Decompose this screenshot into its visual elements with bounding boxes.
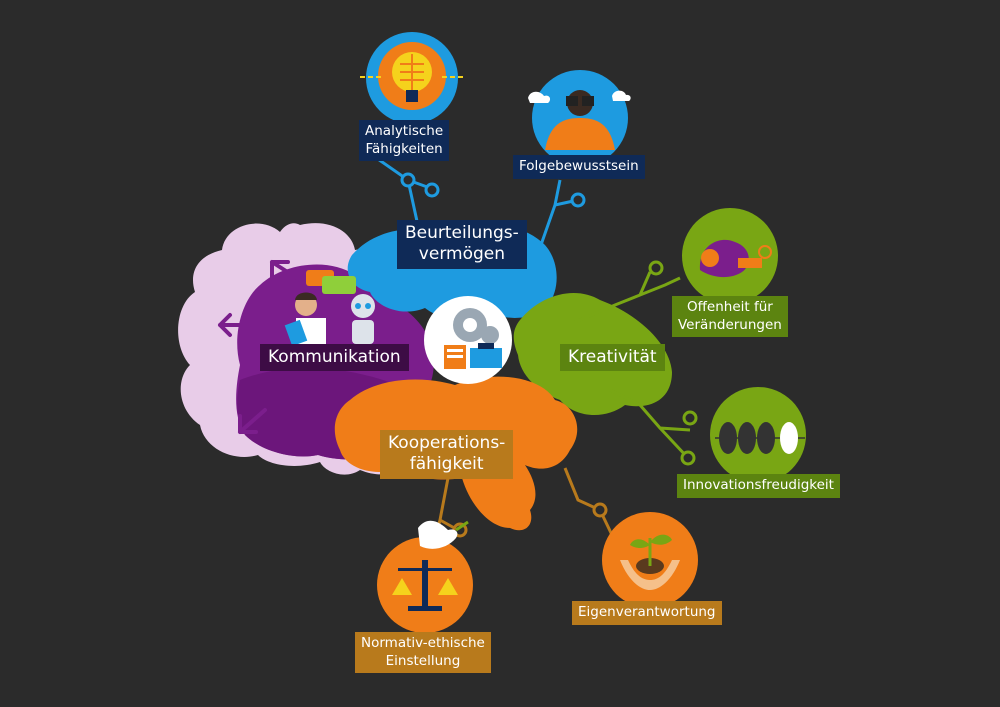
person-and-robot-chat-icon xyxy=(284,270,375,348)
expand-arrows xyxy=(218,260,302,434)
binoculars-person-icon xyxy=(528,70,631,166)
folgebewusstsein-label: Folgebewusstsein xyxy=(513,155,645,179)
eigenverantwortung-label: Eigenverantwortung xyxy=(572,601,722,625)
normativ-ethische-label: Normativ-ethische Einstellung xyxy=(355,632,491,674)
connector-nodes xyxy=(400,172,698,538)
beurteilungsvermoegen-label: Beurteilungs- vermögen xyxy=(397,220,527,269)
hands-with-seedling-icon xyxy=(602,512,698,608)
birds-on-wire-icon xyxy=(710,387,806,483)
offenheit-label: Offenheit für Veränderungen xyxy=(672,296,788,338)
kooperationsfaehigkeit-label: Kooperations- fähigkeit xyxy=(380,430,514,479)
analytische-faehigkeiten-label: Analytische Fähigkeiten xyxy=(359,120,450,162)
gears-and-toolbox-icon xyxy=(444,308,502,369)
scales-and-dove-icon xyxy=(377,520,473,633)
kreativitaet-label: Kreativität xyxy=(560,344,665,372)
brain-lightbulb-icon xyxy=(360,32,464,124)
kommunikation-label: Kommunikation xyxy=(260,344,409,372)
innovationsfreudigkeit-label: Innovationsfreudigkeit xyxy=(677,474,840,498)
chameleon-icon xyxy=(682,208,778,304)
